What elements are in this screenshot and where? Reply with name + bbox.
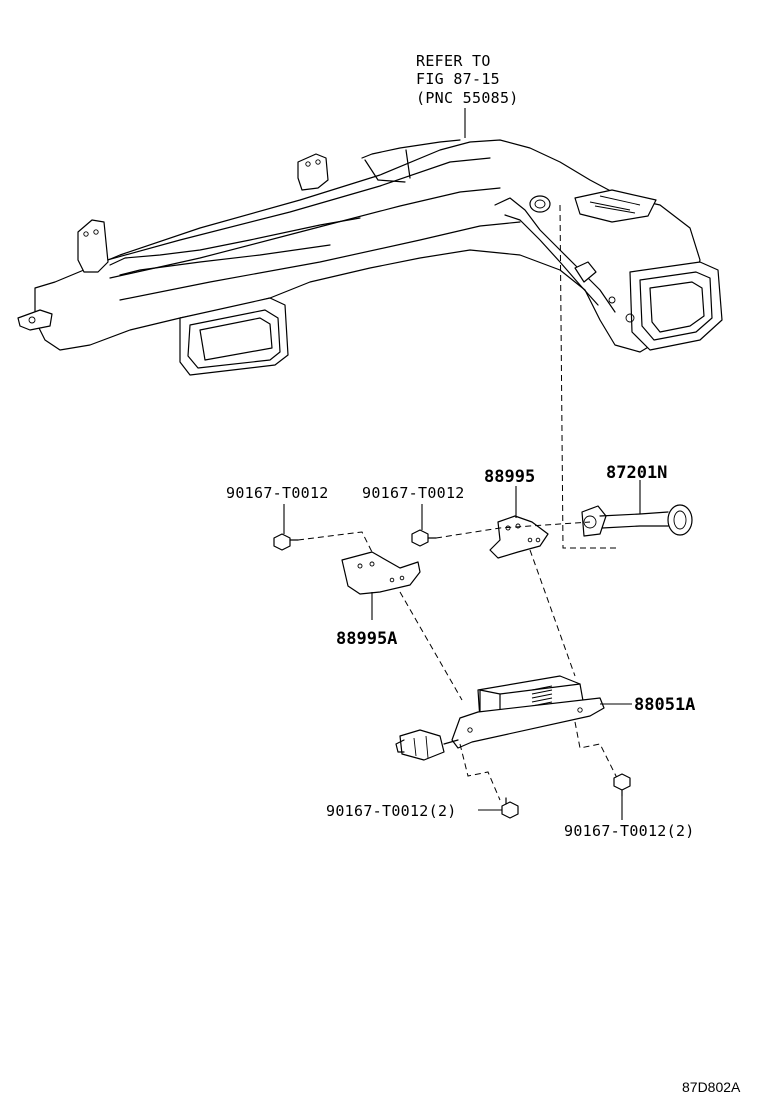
bracket-88995a-label: 88995A (336, 629, 397, 649)
dashline-bracket-right-module (529, 549, 576, 677)
sensor-mount-dashline (559, 204, 620, 549)
reference-line-3: (PNC 55085) (416, 89, 519, 107)
bracket-88995a (341, 551, 421, 595)
dashline-module-bolt-left (459, 743, 501, 801)
bolt-top-mid-label: 90167-T0012 (362, 484, 465, 502)
dashline-bolt-mid (435, 521, 591, 539)
bolt-bottom-left (501, 797, 519, 819)
figure-code: 87D802A (682, 1079, 741, 1095)
dashline-bracket-left-module (399, 591, 463, 701)
reference-line-2: FIG 87-15 (416, 70, 500, 88)
bolt-top-left-label: 90167-T0012 (226, 484, 329, 502)
reference-line-1: REFER TO (416, 52, 491, 70)
reference-note: REFER TO FIG 87-15 (PNC 55085) (416, 52, 519, 107)
bolt-bottom-left-label: 90167-T0012(2) (326, 802, 457, 820)
dashline-module-bolt-right (574, 721, 619, 781)
bracket-88995 (489, 515, 549, 559)
sensor-label: 87201N (606, 463, 667, 483)
sensor-87201n (581, 504, 693, 537)
bolt-bottom-right-label: 90167-T0012(2) (564, 822, 695, 840)
bolt-top-left (273, 533, 299, 551)
bolt-bottom-right (613, 773, 631, 797)
dashline-bolt-left (297, 531, 377, 561)
bolt-top-mid (411, 529, 437, 547)
module-88051a (395, 675, 605, 761)
bracket-88995-label: 88995 (484, 467, 535, 487)
module-label: 88051A (634, 695, 695, 715)
air-duct-assembly (17, 139, 723, 376)
